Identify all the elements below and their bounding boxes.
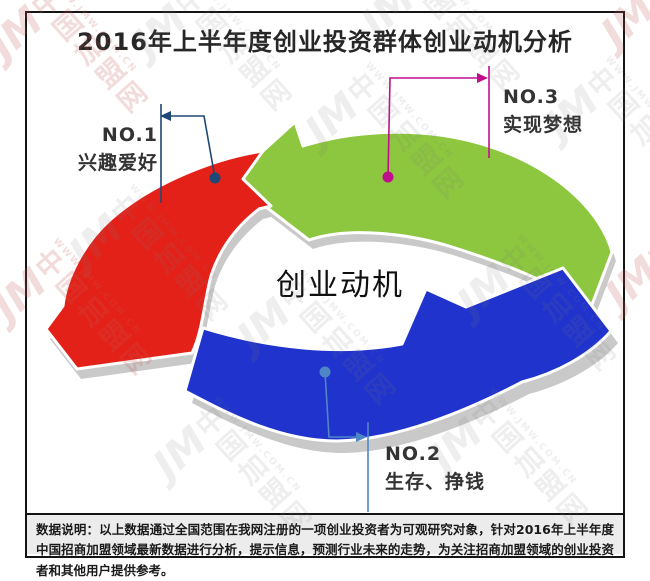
label-no3: NO.3 实现梦想 xyxy=(503,84,583,139)
callout-no3 xyxy=(382,66,490,183)
label-no2-rank: NO.2 xyxy=(385,443,442,465)
callout-no3-line xyxy=(387,77,478,178)
blue-arrow-survival xyxy=(183,266,613,443)
label-no3-rank: NO.3 xyxy=(503,86,560,108)
label-no1-text: 兴趣爱好 xyxy=(77,151,158,174)
callout-no2 xyxy=(319,366,369,512)
callout-no2-arrowhead-icon xyxy=(356,432,367,442)
cycle-diagram xyxy=(44,66,618,512)
callout-no1-dot xyxy=(209,172,221,184)
label-no1: NO.1 兴趣爱好 xyxy=(24,122,158,177)
label-no2-text: 生存、挣钱 xyxy=(385,470,486,493)
callout-no3-dot xyxy=(382,171,394,183)
red-arrow-interest xyxy=(44,149,273,371)
page-title: 2016年上半年度创业投资群体创业动机分析 xyxy=(77,28,573,56)
label-no3-text: 实现梦想 xyxy=(503,113,584,136)
label-no1-rank: NO.1 xyxy=(101,124,158,146)
callout-no1 xyxy=(160,104,221,203)
data-notes: 数据说明：以上数据通过全国范围在我网注册的一项创业投资者为可观研究对象，针对20… xyxy=(27,513,623,578)
label-no2: NO.2 生存、挣钱 xyxy=(385,441,485,496)
callout-no2-line xyxy=(324,371,357,438)
callout-no3-arrowhead-icon xyxy=(477,73,488,83)
callout-no1-line xyxy=(170,115,216,179)
callout-no2-dot xyxy=(319,366,331,378)
callout-no1-arrowhead-icon xyxy=(160,111,171,121)
cycle-center-label: 创业动机 xyxy=(276,268,404,303)
